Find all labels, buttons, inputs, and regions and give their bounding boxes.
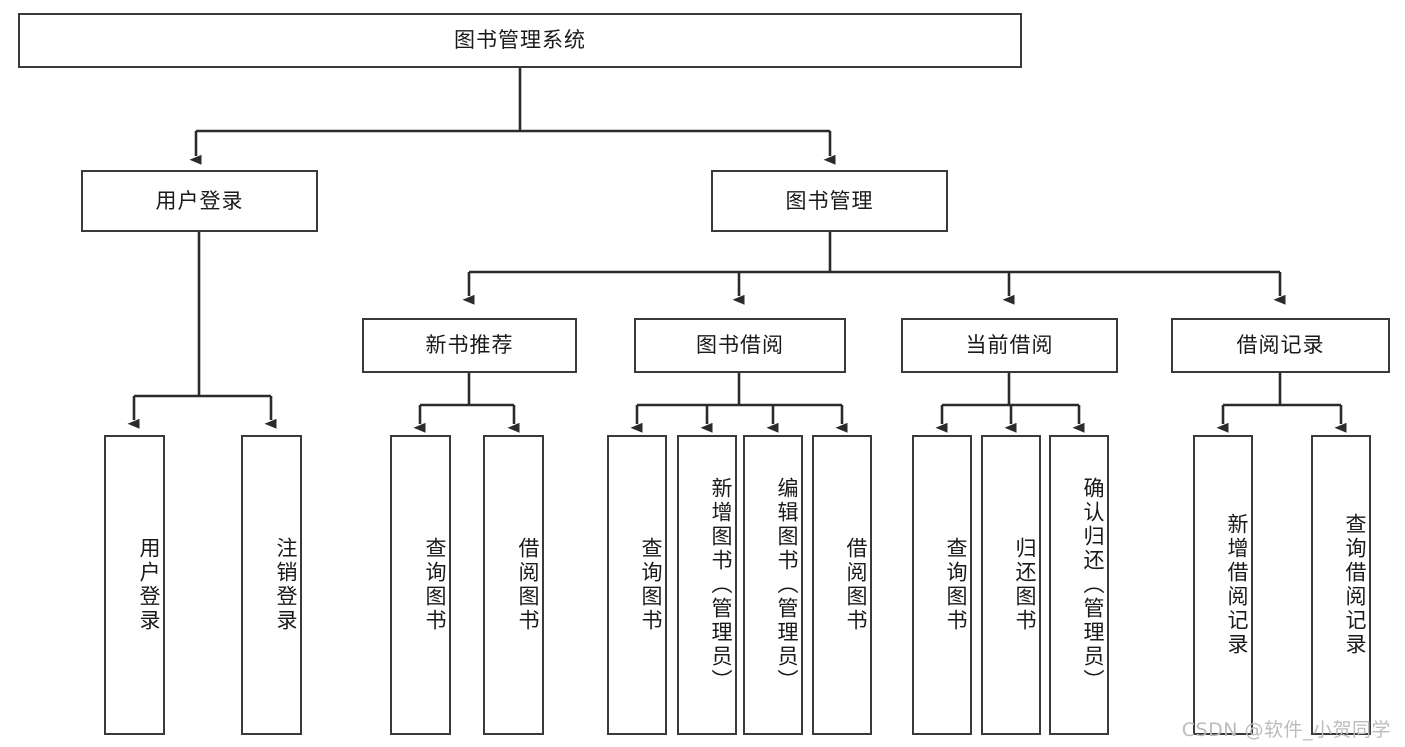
leaf-return-book[interactable]: 归还图书 xyxy=(981,435,1041,735)
node-label: 借阅记录 xyxy=(1236,333,1325,358)
node-label: 用户登录 xyxy=(155,188,244,213)
leaf-borrow-book-recommend[interactable]: 借阅图书 xyxy=(483,435,544,735)
node-current-borrow[interactable]: 当前借阅 xyxy=(901,318,1118,373)
leaf-query-book-recommend[interactable]: 查询图书 xyxy=(390,435,451,735)
node-borrow-record[interactable]: 借阅记录 xyxy=(1171,318,1390,373)
node-label: 查询图书 xyxy=(423,537,447,633)
node-label: 归还图书 xyxy=(1013,537,1037,633)
node-label: 新增借阅记录 xyxy=(1225,513,1249,657)
node-label: 新书推荐 xyxy=(425,333,514,358)
leaf-query-borrow-record[interactable]: 查询借阅记录 xyxy=(1311,435,1371,735)
node-label: 当前借阅 xyxy=(965,333,1054,358)
leaf-edit-book-admin[interactable]: 编辑图书（管理员） xyxy=(743,435,803,735)
leaf-borrow-book-borrow[interactable]: 借阅图书 xyxy=(812,435,872,735)
watermark-text: CSDN @软件_小贺同学 xyxy=(1181,719,1391,741)
node-user-login[interactable]: 用户登录 xyxy=(81,170,318,232)
leaf-add-book-admin[interactable]: 新增图书（管理员） xyxy=(677,435,737,735)
leaf-query-book-current[interactable]: 查询图书 xyxy=(912,435,972,735)
node-book-manage[interactable]: 图书管理 xyxy=(711,170,948,232)
node-label: 编辑图书（管理员） xyxy=(775,477,799,693)
node-label: 查询图书 xyxy=(944,537,968,633)
node-label: 查询图书 xyxy=(639,537,663,633)
node-label: 借阅图书 xyxy=(844,537,868,633)
leaf-add-borrow-record[interactable]: 新增借阅记录 xyxy=(1193,435,1253,735)
node-root-system[interactable]: 图书管理系统 xyxy=(18,13,1022,68)
node-label: 注销登录 xyxy=(274,537,298,633)
node-label: 借阅图书 xyxy=(516,537,540,633)
node-label: 图书借阅 xyxy=(696,333,784,358)
node-label: 确认归还（管理员） xyxy=(1081,477,1105,693)
leaf-confirm-return-admin[interactable]: 确认归还（管理员） xyxy=(1049,435,1109,735)
node-label: 查询借阅记录 xyxy=(1343,513,1367,657)
node-book-borrow[interactable]: 图书借阅 xyxy=(634,318,846,373)
node-label: 图书管理系统 xyxy=(454,28,586,53)
leaf-user-login[interactable]: 用户登录 xyxy=(104,435,165,735)
node-label: 图书管理 xyxy=(785,188,874,213)
leaf-logout-login[interactable]: 注销登录 xyxy=(241,435,302,735)
node-label: 用户登录 xyxy=(137,537,161,633)
node-label: 新增图书（管理员） xyxy=(709,477,733,693)
node-new-book-recommend[interactable]: 新书推荐 xyxy=(362,318,577,373)
leaf-query-book-borrow[interactable]: 查询图书 xyxy=(607,435,667,735)
